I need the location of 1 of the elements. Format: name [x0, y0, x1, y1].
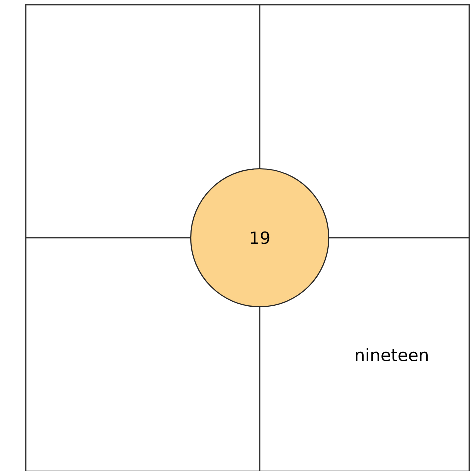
- number-word: nineteen: [356, 348, 428, 362]
